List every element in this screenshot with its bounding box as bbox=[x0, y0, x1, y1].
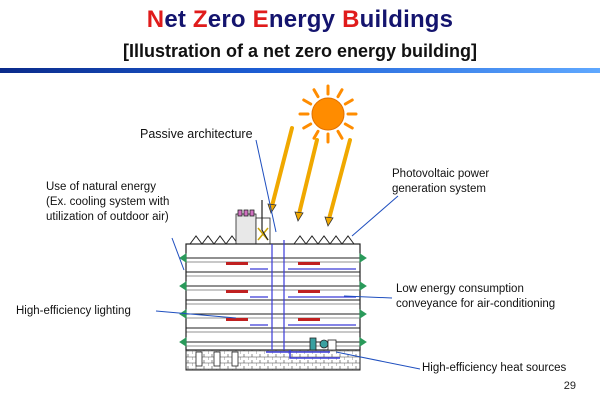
label-conveyance-line-1: Low energy consumption bbox=[396, 283, 524, 295]
atrium-shaft bbox=[261, 200, 285, 350]
title-part-3: Energy bbox=[252, 6, 343, 33]
vents bbox=[179, 253, 367, 347]
leader-lines bbox=[155, 139, 421, 370]
rooftop-units bbox=[235, 209, 271, 245]
heat-source-plant bbox=[266, 337, 340, 359]
label-photovoltaic-line-2: generation system bbox=[392, 183, 486, 195]
title-part-4: Buildings bbox=[342, 6, 454, 33]
label-natural-energy-line-3: utilization of outdoor air) bbox=[46, 211, 169, 223]
page-number: 29 bbox=[563, 380, 576, 392]
label-natural-energy-line-1: Use of natural energy bbox=[46, 181, 156, 193]
label-heat-sources: High-efficiency heat sources bbox=[422, 362, 567, 374]
title-part-1: Net bbox=[146, 6, 193, 33]
hvac-ducts bbox=[226, 262, 356, 326]
sunlight-rays bbox=[270, 126, 352, 221]
label-passive-architecture: Passive architecture bbox=[140, 127, 253, 141]
page-title: Net Zero Energy Buildings bbox=[0, 6, 600, 34]
label-natural-energy-line-2: (Ex. cooling system with bbox=[46, 196, 170, 208]
title-part-2: Zero bbox=[192, 6, 253, 33]
solar-panels bbox=[189, 235, 355, 245]
label-high-efficiency-lighting: High-efficiency lighting bbox=[16, 305, 131, 317]
building bbox=[185, 243, 361, 371]
sun-icon bbox=[298, 84, 358, 144]
label-photovoltaic-line-1: Photovoltaic power bbox=[392, 168, 490, 180]
label-conveyance-line-2: conveyance for air-conditioning bbox=[396, 298, 556, 310]
title-underline bbox=[0, 68, 600, 73]
subtitle: [Illustration of a net zero energy build… bbox=[122, 41, 477, 61]
